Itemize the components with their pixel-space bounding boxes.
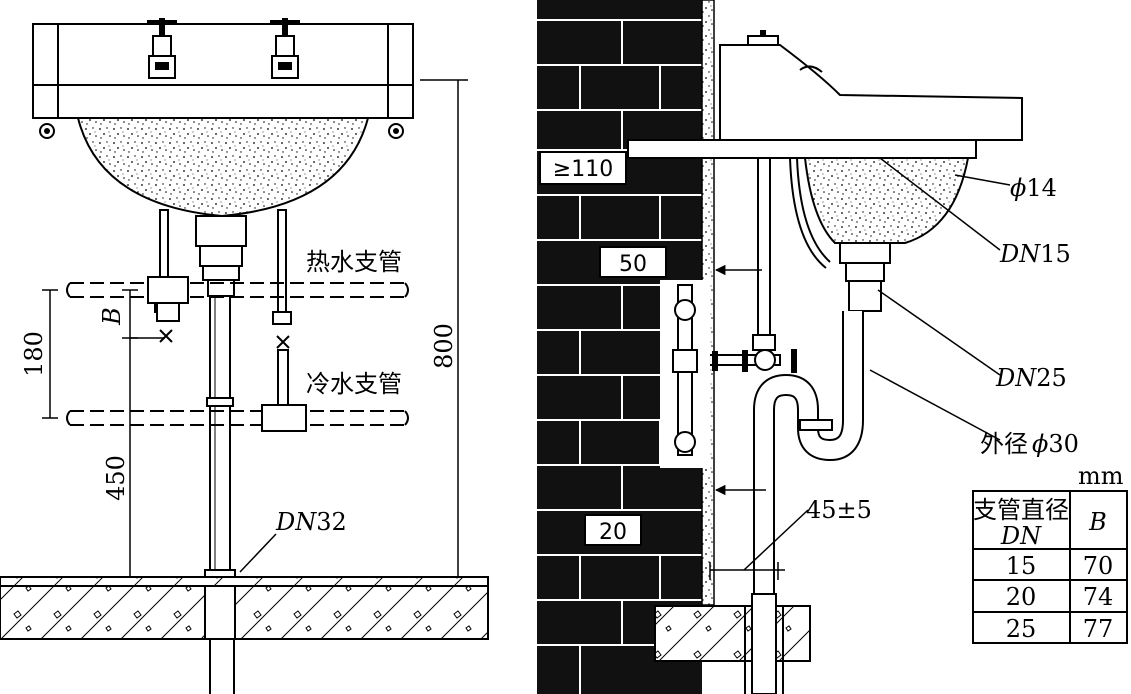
floor-slab-left (0, 576, 489, 640)
basin-bowl-side (803, 157, 970, 244)
table-row-b: 74 (1083, 583, 1114, 611)
basin-side (719, 44, 1023, 141)
wall-min-label: ≥110 (553, 157, 613, 182)
angle-label: 45±5 (806, 496, 872, 524)
table-row-b: 70 (1083, 552, 1114, 580)
branch-size-table: mm 支管直径 DN B 15 70 20 74 25 77 (972, 462, 1128, 644)
cold-faucet-icon (270, 18, 300, 79)
hot-faucet-icon (147, 18, 177, 79)
supply-dn15-label: DN15 (999, 240, 1071, 268)
drain-size-label: DN32 (275, 508, 347, 536)
dim-b-label: B (98, 307, 126, 326)
wall-20-label: 20 (599, 520, 627, 545)
drain-pipe (209, 295, 231, 597)
cold-branch-pipe (66, 349, 409, 432)
table-row-dn: 15 (1006, 552, 1037, 580)
drain-dn25-label: DN25 (995, 364, 1067, 392)
dim-450-label: 450 (102, 455, 130, 501)
table-row-dn: 25 (1006, 615, 1037, 643)
overflow-phi14-label: ϕ14 (1010, 174, 1057, 202)
basin-bowl (76, 117, 370, 218)
dim-800-label: 800 (430, 323, 458, 369)
hot-branch-pipe (66, 276, 409, 322)
table-unit: mm (1078, 462, 1124, 490)
dim-180-label: 180 (20, 331, 48, 377)
table-row-b: 77 (1083, 615, 1114, 643)
floor-slab-right (654, 605, 811, 662)
table-header-col2: B (1088, 508, 1107, 536)
basin-top-frame (32, 23, 414, 119)
hot-branch-label: 热水支管 (306, 248, 402, 276)
table-header-col1-line2: DN (1000, 522, 1042, 550)
wall-50-label: 50 (619, 252, 647, 277)
dimension-lines-left (42, 79, 468, 578)
wall-bracket (627, 139, 977, 159)
table-header-col1-line1: 支管直径 (973, 496, 1069, 524)
cold-branch-label: 冷水支管 (306, 370, 402, 398)
table-row-dn: 20 (1006, 583, 1037, 611)
left-front-view: 180 450 800 B 热水支管 冷水支管 DN32 (0, 18, 489, 694)
